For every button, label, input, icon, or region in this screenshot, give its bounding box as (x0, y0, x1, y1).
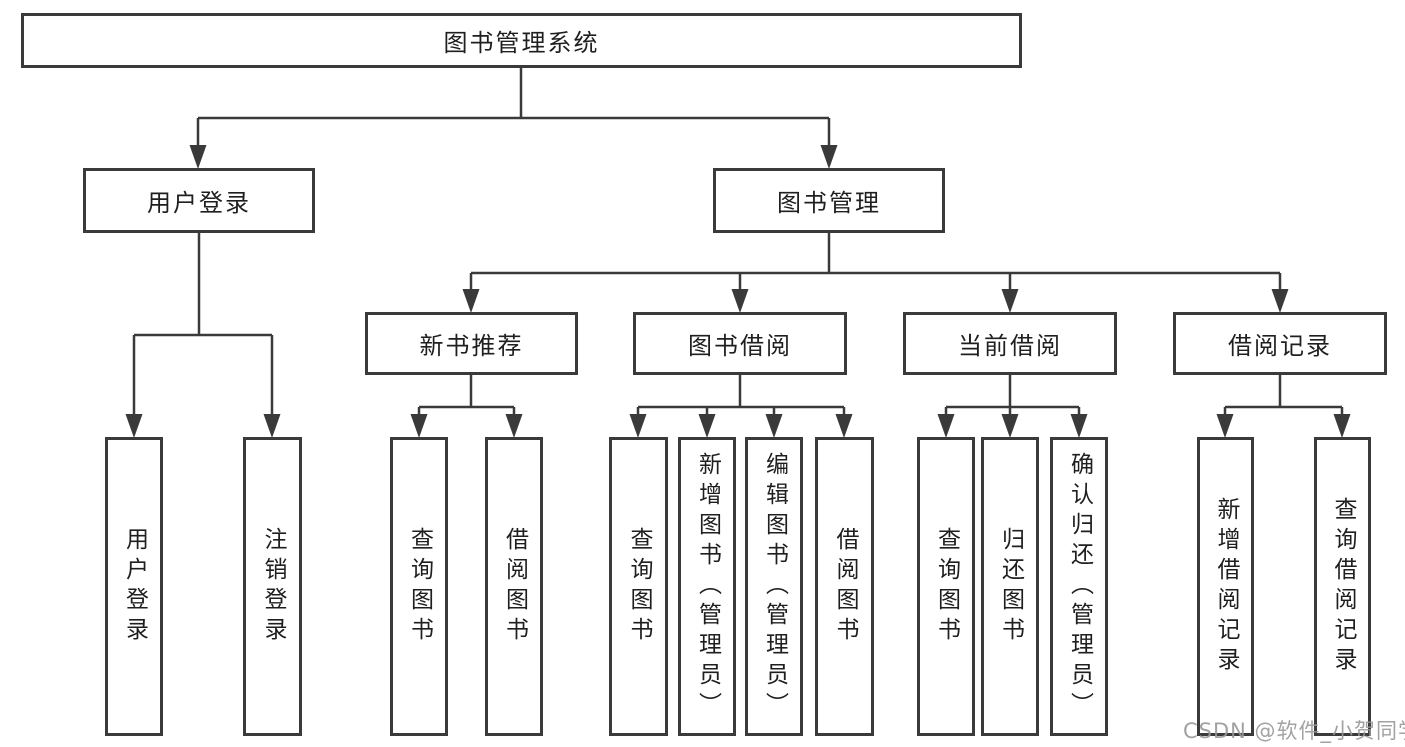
leaf-query-books-current: 查询图书 (917, 437, 975, 736)
leaf-query-books-recommend: 查询图书 (390, 437, 448, 736)
arrowheads (125, 145, 1351, 438)
leaf-borrow-books: 借阅图书 (815, 437, 874, 736)
node-library-management-system: 图书管理系统 (21, 13, 1022, 68)
csdn-watermark: CSDN @软件_小贺同学 (1183, 719, 1405, 743)
leaf-query-borrow-record: 查询借阅记录 (1314, 437, 1371, 736)
node-user-login: 用户登录 (83, 168, 315, 233)
leaf-confirm-return-admin: 确认归还（管理员） (1050, 437, 1108, 736)
leaf-borrow-books-recommend: 借阅图书 (485, 437, 543, 736)
node-book-borrowing: 图书借阅 (633, 312, 847, 375)
node-new-book-recommendation: 新书推荐 (365, 312, 578, 375)
leaf-user-login: 用户登录 (105, 437, 163, 736)
leaf-add-books-admin: 新增图书（管理员） (678, 437, 736, 736)
leaf-logout: 注销登录 (243, 437, 302, 736)
node-book-management: 图书管理 (713, 168, 945, 233)
leaf-edit-books-admin: 编辑图书（管理员） (745, 437, 803, 736)
leaf-return-books: 归还图书 (981, 437, 1039, 736)
node-current-borrowing: 当前借阅 (903, 312, 1117, 375)
node-borrowing-records: 借阅记录 (1173, 312, 1387, 375)
leaf-add-borrow-record: 新增借阅记录 (1197, 437, 1254, 736)
leaf-query-books-borrow: 查询图书 (609, 437, 668, 736)
